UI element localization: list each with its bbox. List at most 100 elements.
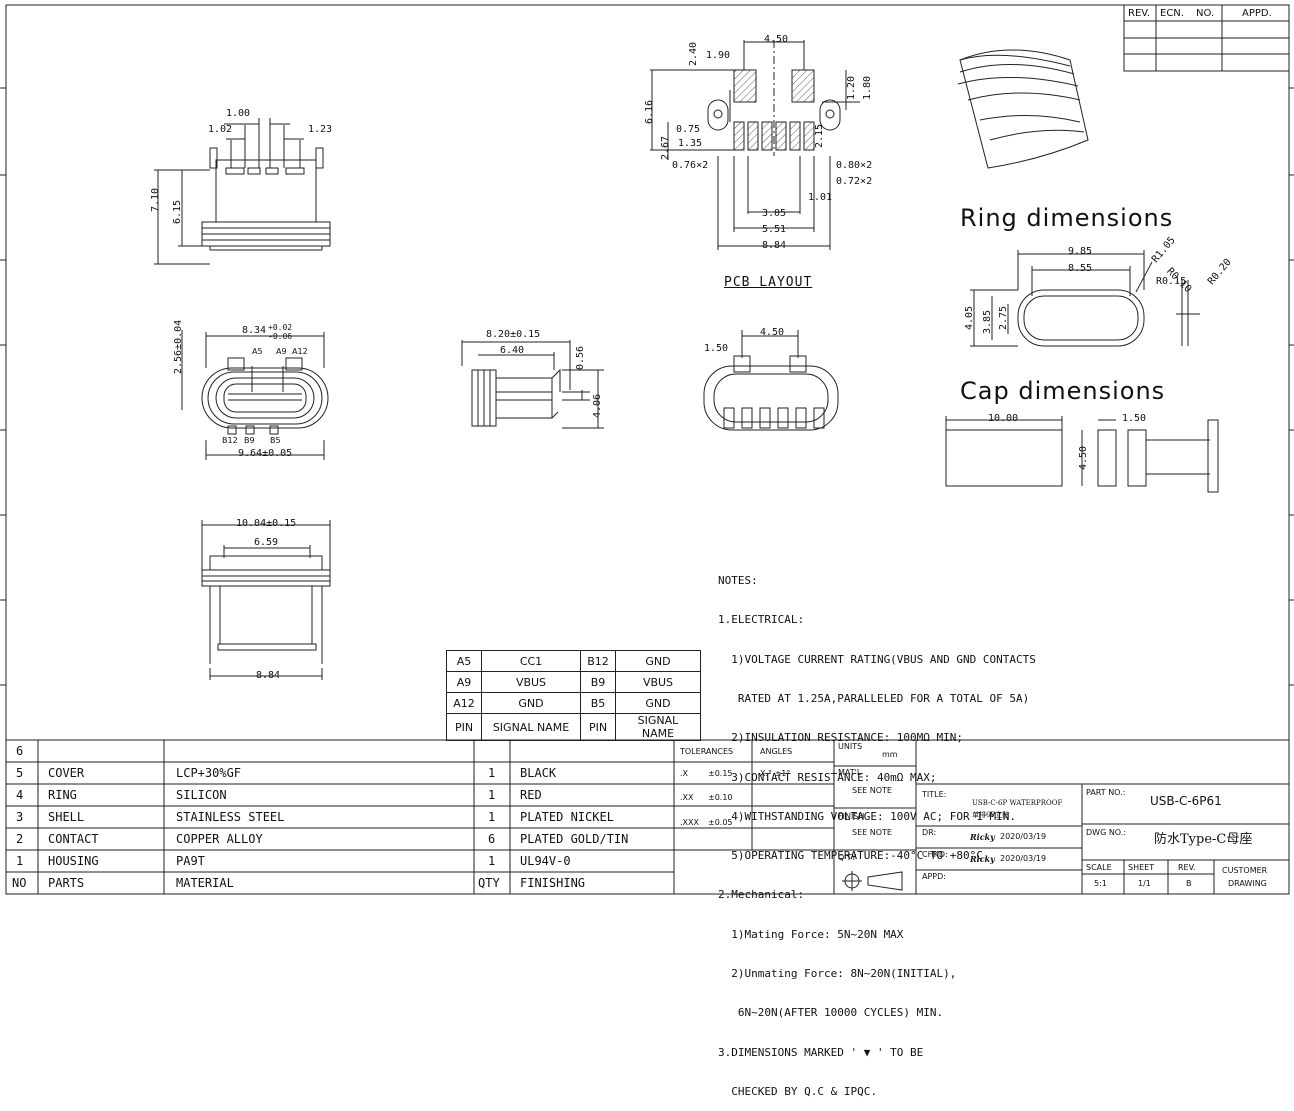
bom-qty: 1 xyxy=(488,854,496,868)
bom-material: SILICON xyxy=(176,788,227,802)
dim-tol-plus: +0.02 xyxy=(268,323,293,332)
note-line: 2)INSULATION RESISTANCE: 100MΩ MIN; xyxy=(718,731,964,745)
angles-value: X.° ±1° xyxy=(760,769,791,778)
dwg-no-label: DWG NO.: xyxy=(1086,828,1127,837)
signal-cell: VBUS xyxy=(615,671,701,693)
matl-value: SEE NOTE xyxy=(852,786,892,795)
note-line: CHECKED BY Q.C & IPQC. xyxy=(718,1084,877,1098)
bom-header-part: PARTS xyxy=(48,876,85,890)
note-line: 1)VOLTAGE CURRENT RATING(VBUS AND GND CO… xyxy=(718,652,1036,666)
bom-material: LCP+30%GF xyxy=(176,766,242,780)
pcb-layout-title: PCB LAYOUT xyxy=(724,275,813,290)
pcb-front-view xyxy=(703,330,839,431)
note-line: 3)CONTACT RESISTANCE: 40mΩ MAX; xyxy=(718,770,937,784)
signal-cell: GND xyxy=(615,692,701,714)
signal-header: SIGNAL NAME xyxy=(615,713,701,741)
pcb-layout-view xyxy=(650,40,860,250)
bom-no: 3 xyxy=(16,810,24,824)
signal-cell: GND xyxy=(481,692,581,714)
dr-date: 2020/03/19 xyxy=(1000,832,1047,841)
pin-cell: A9 xyxy=(446,671,482,693)
bom-header-no: NO xyxy=(12,876,27,890)
bom-part: RING xyxy=(48,788,77,802)
dim-label: 0.56 xyxy=(575,345,586,370)
bom-finish: PLATED GOLD/TIN xyxy=(520,832,629,846)
pin-label: A9 xyxy=(276,347,287,356)
signal-cell: VBUS xyxy=(481,671,581,693)
dim-label: 9.64±0.05 xyxy=(238,448,293,459)
pin-label: A12 xyxy=(292,347,308,356)
scale-value: 5:1 xyxy=(1094,879,1107,888)
signal-header: SIGNAL NAME xyxy=(481,713,581,741)
dim-tol-minus: -0.06 xyxy=(268,332,293,341)
revision-block xyxy=(1123,4,1290,72)
bom-qty: 1 xyxy=(488,810,496,824)
dim-label: 1.50 xyxy=(1122,413,1147,424)
ecn-header: ECN. xyxy=(1160,8,1184,19)
dim-label: 4.50 xyxy=(760,327,785,338)
pin-table: A5 CC1 B12 GND A9 VBUS B9 VBUS A12 GND B… xyxy=(446,650,701,741)
pin-label: A5 xyxy=(252,347,263,356)
signal-cell: CC1 xyxy=(481,650,581,672)
units-label: UNITS xyxy=(838,742,863,751)
pin-cell: B12 xyxy=(580,650,616,672)
customer-label: CUSTOMER xyxy=(1222,866,1268,875)
dim-label: R0.15 xyxy=(1156,276,1187,287)
dwg-no-value: 防水Type-C母座 xyxy=(1154,832,1253,847)
dim-label: 8.55 xyxy=(1068,263,1093,274)
dim-label: 8.34 xyxy=(242,325,267,336)
note-line: 2)Unmating Force: 8N~20N(INITIAL), xyxy=(718,967,957,980)
dim-label: 4.50 xyxy=(1078,445,1089,470)
bom-qty: 6 xyxy=(488,832,496,846)
dim-label: 7.10 xyxy=(150,187,161,212)
title-line-2: 单排6P立贴 xyxy=(972,811,1010,819)
dim-label: 1.90 xyxy=(706,50,731,61)
pin-table-row: A12 GND B5 GND xyxy=(446,692,701,714)
tol-key: .X xyxy=(680,769,689,778)
dim-label: 2.40 xyxy=(688,41,699,66)
dim-label: 6.59 xyxy=(254,537,279,548)
pin-cell: B9 xyxy=(580,671,616,693)
dim-label: 6.15 xyxy=(172,199,183,224)
dim-label: 1.80 xyxy=(862,75,873,100)
note-line: 2.Mechanical: xyxy=(718,888,805,902)
note-line: 1.ELECTRICAL: xyxy=(718,613,805,627)
ring-dimensions-title: Ring dimensions xyxy=(960,204,1174,232)
pin-cell: A5 xyxy=(446,650,482,672)
pin-cell: B5 xyxy=(580,692,616,714)
bom-qty: 1 xyxy=(488,788,496,802)
appd-label: APPD: xyxy=(922,872,946,881)
chkd-name: Ricky xyxy=(970,854,995,864)
ring-view xyxy=(970,250,1200,347)
finish-value: SEE NOTE xyxy=(852,828,892,837)
dr-label: DR: xyxy=(922,828,937,837)
rev-label: REV. xyxy=(1178,863,1196,872)
lower-view xyxy=(201,520,331,680)
dim-label: 8.20±0.15 xyxy=(486,329,541,340)
side-view xyxy=(461,340,604,429)
dim-label: 8.84 xyxy=(762,240,787,251)
dim-label: 4.05 xyxy=(964,305,975,330)
dim-label: 6.16 xyxy=(644,99,655,124)
part-no-label: PART NO.: xyxy=(1086,788,1126,797)
sheet-value: 1/1 xyxy=(1138,879,1151,888)
front-view xyxy=(181,330,329,460)
drawing-sheet xyxy=(0,4,1294,895)
pin-label: B5 xyxy=(270,436,281,445)
dim-label: 10.04±0.15 xyxy=(236,518,297,529)
bom-finish: RED xyxy=(520,788,542,802)
bom-finish: BLACK xyxy=(520,766,557,780)
bom-header-finish: FINISHING xyxy=(520,876,586,890)
signal-cell: GND xyxy=(615,650,701,672)
bom-material: PA9T xyxy=(176,854,205,868)
rev-header: REV. xyxy=(1128,8,1150,19)
rev-value: B xyxy=(1186,879,1192,888)
dim-label: 3.05 xyxy=(762,208,787,219)
tol-value: ±0.05 xyxy=(708,818,733,827)
tol-value: ±0.15 xyxy=(708,769,733,778)
dim-label: 3.85 xyxy=(982,309,993,334)
pin-table-row: A5 CC1 B12 GND xyxy=(446,650,701,672)
note-line: 1)Mating Force: 5N~20N MAX xyxy=(718,927,904,941)
dim-label: 0.80×2 xyxy=(836,160,873,171)
title-label: TITLE: xyxy=(922,790,947,799)
